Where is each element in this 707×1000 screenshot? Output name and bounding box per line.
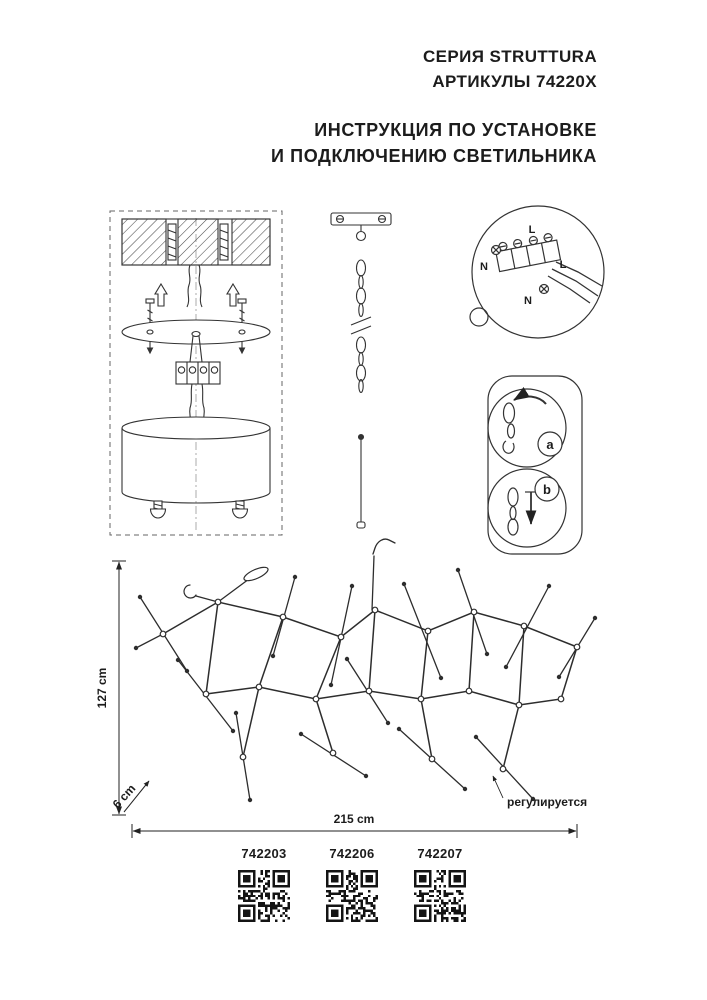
canopy-plate [121,319,271,345]
wiring-detail-callout: L N L N [469,205,605,339]
article-number: 742203 [241,846,287,861]
wire-label-l-right: L [560,259,567,271]
wire-label-l-top: L [529,224,536,236]
chandelier-drawing [133,538,598,803]
article-qr-row: 742203 742206 742207 [228,846,476,927]
step-b-label: b [543,482,551,497]
ceiling-bracket [330,212,392,242]
depth-dimension-label: 6 cm [110,781,139,811]
instruction-title-line2: И ПОДКЛЮЧЕНИЮ СВЕТИЛЬНИКА [271,146,597,166]
chain-break-mark [350,316,372,335]
chandelier-rods [135,569,596,801]
document-header: СЕРИЯ STRUTTURA АРТИКУЛЫ 74220X ИНСТРУКЦ… [271,44,597,169]
wire-label-n-bottom: N [524,295,532,307]
chain-upper [355,259,367,318]
finial-cap-right [231,500,249,519]
qr-code [326,870,378,922]
ceiling-mount-diagram [109,210,283,536]
article-number: 742207 [417,846,463,861]
step-a-drawing [502,387,547,454]
end-disc [243,566,269,582]
up-arrow-right [226,282,240,307]
adjustable-note-label: регулируется [507,795,587,809]
terminal-block [175,335,221,422]
step-a-label: a [546,437,554,452]
mains-wires [186,264,191,308]
step-a-badge [537,431,563,457]
rod-tips [133,567,598,803]
finial-cap-left [149,500,167,519]
dimension-annotations: 127 cm 215 cm 6 cm регулируется [95,560,587,838]
up-arrow-left [154,282,168,307]
series-title: СЕРИЯ STRUTTURA [423,47,597,66]
screw-icon [490,244,502,256]
step-b-drawing [507,487,537,536]
chain-lower [355,336,367,394]
ceiling-hatch [121,218,271,266]
suspension-parts-diagram [330,212,392,529]
article-column: 742206 [316,846,388,927]
suspension-rod [356,433,366,529]
screw-icon [538,283,550,295]
end-hook [183,584,197,599]
article-column: 742207 [404,846,476,927]
terminal-block-detail [495,233,562,273]
drum-shade [121,416,271,504]
height-dimension-label: 127 cm [95,668,109,709]
qr-code [414,870,466,922]
chain-adjustment-callout: a b [487,375,583,555]
power-cord [371,538,396,611]
wire-label-n-left: N [480,261,488,273]
rod-joints [159,598,581,773]
step-b-badge [534,476,560,502]
articles-title: АРТИКУЛЫ 74220X [432,72,597,91]
article-number: 742206 [329,846,375,861]
qr-code [238,870,290,922]
anchor-dowel-right [219,223,229,261]
instruction-title-line1: ИНСТРУКЦИЯ ПО УСТАНОВКЕ [314,120,597,140]
width-dimension-label: 215 cm [334,812,375,826]
anchor-dowel-left [167,223,177,261]
article-column: 742203 [228,846,300,927]
